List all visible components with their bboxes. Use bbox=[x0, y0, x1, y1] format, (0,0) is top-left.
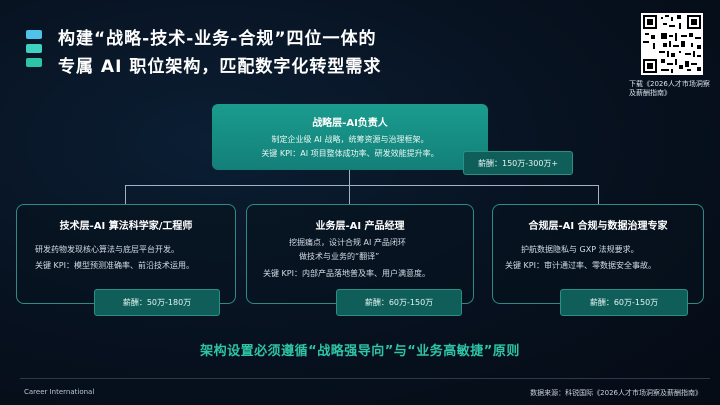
connector-right-drop bbox=[598, 185, 599, 204]
strategy-role-salary: 薪酬：150万-300万+ bbox=[463, 151, 573, 175]
compliance-role-description: 护航数据隐私与 GXP 法规要求。 bbox=[521, 245, 639, 254]
footer-source: 数据来源：科锐国际《2026人才市场洞察及薪酬指南》 bbox=[530, 389, 702, 397]
connector-horizontal bbox=[125, 185, 599, 186]
footer-brand: Career International bbox=[24, 388, 95, 396]
compliance-role-card: 合规层-AI 合规与数据治理专家 护航数据隐私与 GXP 法规要求。 关键 KP… bbox=[492, 204, 704, 304]
business-role-card: 业务层-AI 产品经理 挖掘痛点，设计合规 AI 产品闭环 做技术与业务的“翻译… bbox=[246, 204, 474, 304]
tech-role-title: 技术层-AI 算法科学家/工程师 bbox=[59, 221, 193, 232]
strategy-role-description: 制定企业级 AI 战略，统筹资源与治理框架。 bbox=[271, 135, 429, 144]
title-accent-bars bbox=[26, 30, 42, 72]
strategy-role-title: 战略层-AI负责人 bbox=[312, 118, 388, 129]
compliance-role-salary: 薪酬：60万-150万 bbox=[560, 289, 688, 316]
tech-role-description: 研发药物发现核心算法与底层平台开发。 bbox=[35, 245, 179, 254]
accent-bar-blue bbox=[26, 30, 42, 39]
tech-role-salary: 薪酬：50万-180万 bbox=[94, 289, 220, 316]
compliance-role-title: 合规层-AI 合规与数据治理专家 bbox=[528, 221, 668, 232]
page-title-line1: 构建“战略-技术-业务-合规”四位一体的 bbox=[58, 29, 377, 49]
accent-bar-green bbox=[26, 58, 42, 67]
strategy-role-card: 战略层-AI负责人 制定企业级 AI 战略，统筹资源与治理框架。 关键 KPI：… bbox=[212, 104, 488, 170]
principle-statement: 架构设置必须遵循“战略强导向”与“业务高敏捷”原则 bbox=[200, 344, 520, 359]
tech-role-kpi: 关键 KPI：模型预测准确率、前沿技术运用。 bbox=[35, 261, 194, 270]
qr-code-image bbox=[641, 13, 703, 75]
business-role-translator: 做技术与业务的“翻译” bbox=[299, 252, 380, 261]
compliance-role-kpi: 关键 KPI：审计通过率、零数据安全事故。 bbox=[505, 261, 656, 270]
connector-left-drop bbox=[125, 185, 126, 204]
connector-vertical-top bbox=[349, 170, 350, 185]
accent-bar-teal bbox=[26, 44, 42, 53]
business-role-kpi: 关键 KPI：内部产品落地普及率、用户满意度。 bbox=[263, 269, 430, 278]
business-role-title: 业务层-AI 产品经理 bbox=[315, 221, 405, 232]
qr-code-icon bbox=[641, 13, 703, 75]
business-role-salary: 薪酬：60万-150万 bbox=[336, 289, 462, 316]
tech-role-card: 技术层-AI 算法科学家/工程师 研发药物发现核心算法与底层平台开发。 关键 K… bbox=[16, 204, 236, 304]
qr-caption: 下载《2026人才市场洞察及薪酬指南》 bbox=[629, 80, 710, 97]
connector-mid-drop bbox=[349, 185, 350, 204]
business-role-description: 挖掘痛点，设计合规 AI 产品闭环 bbox=[289, 238, 406, 247]
strategy-role-kpi: 关键 KPI：AI 项目整体成功率、研发效能提升率。 bbox=[261, 149, 439, 158]
footer-divider bbox=[20, 378, 710, 379]
page-title-line2: 专属 AI 职位架构，匹配数字化转型需求 bbox=[58, 57, 382, 77]
